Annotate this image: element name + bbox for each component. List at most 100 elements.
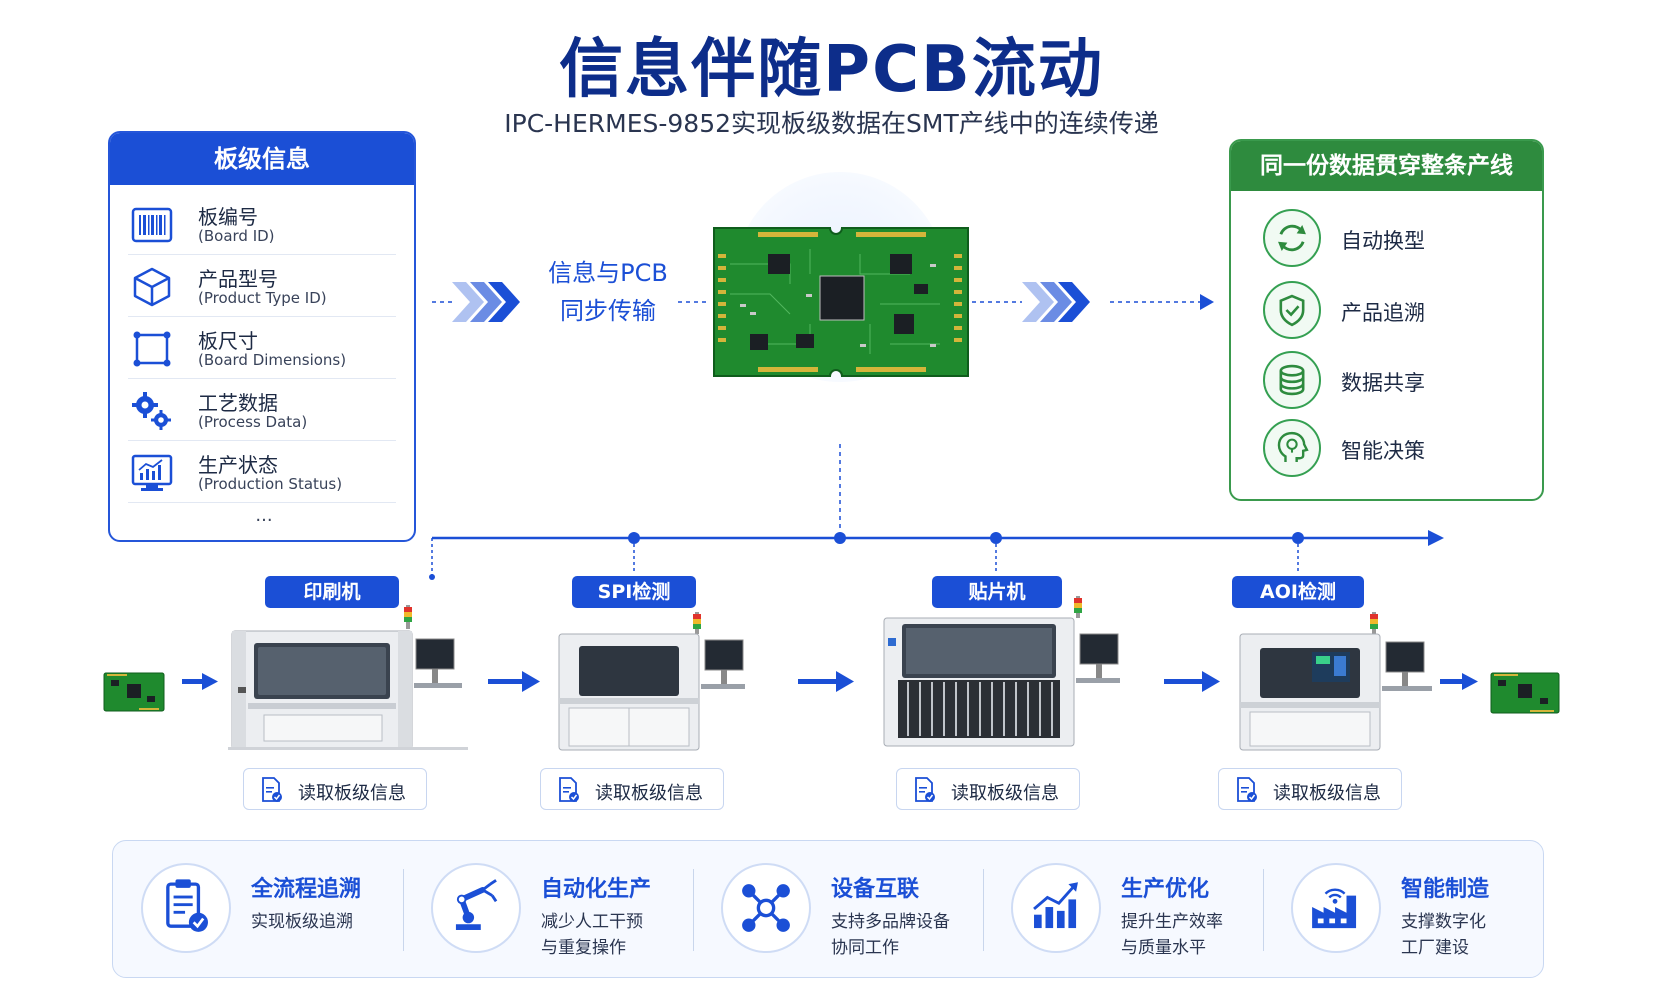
info-item-sublabel: (Board ID)	[198, 227, 275, 245]
feature-desc: 提升生产效率 与质量水平	[1121, 909, 1271, 961]
features-bar: 全流程追溯 实现板级追溯 自动化生产 减少人工干预 与重复操作 设备互联 支持多	[112, 840, 1544, 978]
feature-desc-line: 协同工作	[831, 938, 899, 958]
pcb-output-icon	[1490, 672, 1560, 714]
read-board-info-aoi: 读取板级信息	[1218, 768, 1402, 810]
feature-title: 自动化生产	[541, 877, 652, 902]
clipboard-check-icon	[141, 863, 231, 953]
pcb-input-icon	[103, 672, 165, 712]
benefit-label: 智能决策	[1341, 439, 1425, 463]
station-label-aoi: AOI检测	[1232, 576, 1364, 608]
feature-desc: 减少人工干预 与重复操作	[541, 909, 691, 961]
sync-line-2: 同步传输	[560, 297, 656, 325]
feature-optimization: 生产优化 提升生产效率 与质量水平	[983, 841, 1263, 979]
read-label: 读取板级信息	[951, 783, 1059, 804]
aoi-machine-icon	[1239, 612, 1432, 751]
feature-title: 设备互联	[831, 877, 920, 902]
sync-label: 信息与PCB 同步传输	[538, 254, 678, 330]
info-item-sublabel: (Process Data)	[198, 413, 308, 431]
info-item-product-type: 产品型号 (Product Type ID)	[128, 255, 396, 317]
feature-desc: 实现板级追溯	[251, 909, 401, 935]
feature-interconnect: 设备互联 支持多品牌设备 协同工作	[693, 841, 983, 979]
info-item-label: 板编号	[198, 205, 258, 229]
smart-factory-icon	[1291, 863, 1381, 953]
info-item-board-id: 板编号 (Board ID)	[128, 193, 396, 255]
read-label: 读取板级信息	[298, 783, 406, 804]
info-item-sublabel: (Product Type ID)	[198, 289, 327, 307]
benefit-label: 产品追溯	[1341, 301, 1425, 325]
feature-title: 智能制造	[1401, 877, 1490, 902]
benefit-traceability: 产品追溯	[1263, 281, 1523, 341]
benefits-header: 同一份数据贯穿整条产线	[1231, 141, 1542, 191]
refresh-icon	[1263, 209, 1321, 267]
barcode-icon	[131, 207, 173, 243]
feature-traceability: 全流程追溯 实现板级追溯	[113, 841, 403, 979]
info-item-label: 生产状态	[198, 453, 278, 477]
feature-divider	[403, 869, 404, 951]
printer-machine-icon	[228, 605, 468, 750]
read-board-info-spi: 读取板级信息	[540, 768, 724, 810]
info-item-production-status: 生产状态 (Production Status)	[128, 441, 396, 503]
feature-divider	[1263, 869, 1264, 951]
feature-title: 全流程追溯	[251, 877, 362, 902]
robot-arm-icon	[431, 863, 521, 953]
feature-desc-line: 提升生产效率	[1121, 912, 1223, 932]
monitor-chart-icon	[131, 454, 173, 491]
chevrons-left-icon	[452, 282, 520, 322]
feature-automation: 自动化生产 减少人工干预 与重复操作	[403, 841, 693, 979]
benefits-panel: 同一份数据贯穿整条产线 自动换型 产品追溯 数据共享 智能决策	[1229, 139, 1544, 501]
info-item-label: 工艺数据	[198, 391, 278, 415]
pcb-board-icon	[713, 227, 969, 377]
info-item-dimensions: 板尺寸 (Board Dimensions)	[128, 317, 396, 379]
station-label-spi: SPI检测	[572, 576, 696, 608]
doc-check-icon	[915, 777, 935, 802]
info-item-label: 板尺寸	[198, 329, 258, 353]
feature-divider	[983, 869, 984, 951]
benefit-data-sharing: 数据共享	[1263, 351, 1523, 411]
bus-nodes	[628, 532, 1304, 544]
read-label: 读取板级信息	[595, 783, 703, 804]
cube-icon	[133, 267, 171, 307]
benefit-smart-decision: 智能决策	[1263, 419, 1523, 479]
head-bulb-icon	[1263, 419, 1321, 477]
feature-desc-line: 减少人工干预	[541, 912, 643, 932]
bus-drops	[633, 544, 1299, 572]
feature-desc-line: 支持多品牌设备	[831, 912, 950, 932]
feature-smart-manufacturing: 智能制造 支撑数字化 工厂建设	[1263, 841, 1543, 979]
feature-desc-line: 与重复操作	[541, 938, 626, 958]
board-info-header: 板级信息	[110, 133, 414, 185]
page-title: 信息伴随PCB流动	[559, 33, 1104, 107]
dimensions-icon	[133, 331, 171, 367]
gears-icon	[132, 392, 171, 430]
station-label-printer: 印刷机	[265, 576, 399, 608]
info-item-label: 产品型号	[198, 267, 278, 291]
doc-check-icon	[262, 777, 282, 802]
benefit-label: 自动换型	[1341, 229, 1425, 253]
feature-desc-line: 工厂建设	[1401, 938, 1469, 958]
pick-place-machine-icon	[883, 596, 1120, 747]
feature-desc: 支撑数字化 工厂建设	[1401, 909, 1551, 961]
page-subtitle: IPC-HERMES-9852实现板级数据在SMT产线中的连续传递	[504, 109, 1159, 138]
feature-desc: 支持多品牌设备 协同工作	[831, 909, 981, 961]
bus-node	[429, 574, 435, 580]
doc-check-icon	[559, 777, 579, 802]
shield-check-icon	[1263, 281, 1321, 339]
read-label: 读取板级信息	[1273, 783, 1381, 804]
doc-check-icon	[1237, 777, 1257, 802]
feature-divider	[693, 869, 694, 951]
arrowhead-icon	[1200, 294, 1214, 310]
bus-arrowhead-icon	[1428, 530, 1444, 546]
read-board-info-mounter: 读取板级信息	[896, 768, 1080, 810]
database-icon	[1263, 351, 1321, 409]
benefit-label: 数据共享	[1341, 371, 1425, 395]
bar-chart-up-icon	[1011, 863, 1101, 953]
info-item-sublabel: (Board Dimensions)	[198, 351, 347, 369]
feature-desc-line: 实现板级追溯	[251, 912, 353, 932]
feature-title: 生产优化	[1121, 877, 1210, 902]
feature-desc-line: 支撑数字化	[1401, 912, 1486, 932]
sync-line-1: 信息与PCB	[548, 259, 668, 287]
network-nodes-icon	[721, 863, 811, 953]
station-label-mounter: 贴片机	[932, 576, 1062, 608]
board-info-panel: 板级信息 板编号 (Board ID) 产品型号 (Product Type I…	[108, 131, 416, 542]
spi-machine-icon	[558, 612, 745, 751]
